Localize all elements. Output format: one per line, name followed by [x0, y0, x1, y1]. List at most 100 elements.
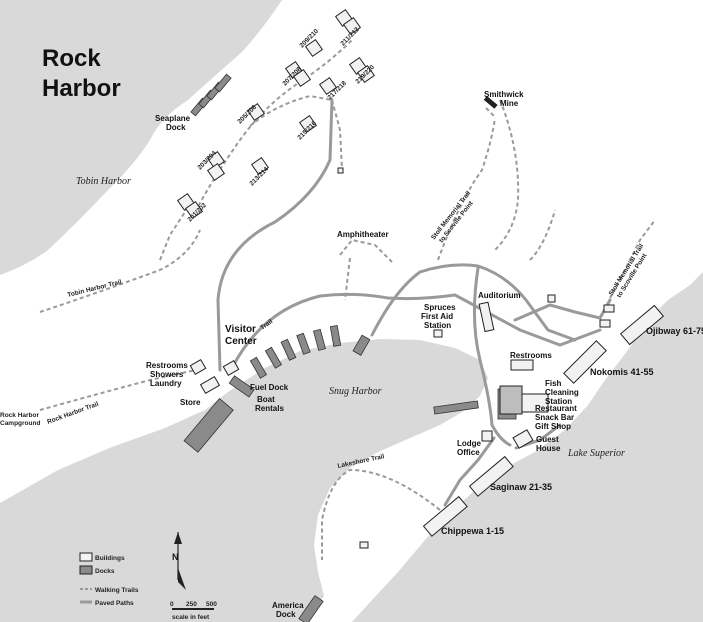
restaurant-label-2: Snack Bar	[535, 413, 574, 422]
fish-cleaning-label-1: Fish	[545, 379, 562, 388]
legend-dock-swatch	[79, 565, 93, 575]
chippewa-label: Chippewa 1-15	[441, 526, 504, 536]
fish-cleaning-label-3: Station	[545, 397, 572, 406]
trail-amphi-down	[344, 257, 351, 301]
trail-tobin-harbor	[39, 229, 201, 313]
nokomis-lodge	[563, 340, 607, 384]
trail-rock-harbor	[39, 367, 206, 411]
boat-rentals-label-2: Rentals	[255, 404, 284, 413]
snug-dock-8	[433, 400, 479, 415]
legend-buildings-label: Buildings	[95, 555, 125, 562]
cabin-207-208-b	[292, 68, 312, 88]
buildings	[176, 8, 665, 549]
restrooms-east-building	[510, 359, 534, 371]
scale-caption: scale in feet	[172, 614, 210, 621]
snug-harbor-label: Snug Harbor	[329, 386, 382, 397]
snug-dock-6	[329, 324, 342, 347]
north-arrow-icon: N	[172, 532, 186, 590]
mine-marker-icon	[483, 95, 498, 109]
ojibway-label: Ojibway 61-75	[646, 326, 703, 336]
cabin-213-214	[250, 156, 270, 176]
cabin-219-220-b	[356, 64, 376, 84]
fish-cleaning-label-2: Cleaning	[545, 388, 579, 397]
cabin-217-218	[318, 76, 338, 96]
lake-superior-water	[0, 272, 703, 622]
snug-dock-5	[313, 328, 326, 351]
paved-path-lodge	[472, 266, 512, 447]
trail-cabins-loop	[194, 39, 353, 213]
walking-trails	[39, 39, 656, 560]
america-dock-label-2: Dock	[276, 610, 296, 619]
snug-dock-7	[352, 334, 371, 356]
map-title-line1: Rock	[42, 45, 101, 72]
smithwick-label-2: Mine	[500, 99, 519, 108]
visitor-center-building	[222, 359, 240, 377]
cabin-209-210	[304, 38, 324, 58]
lake-superior-label: Lake Superior	[567, 448, 625, 459]
map-title-line2: Harbor	[42, 75, 121, 102]
tobin-harbor-water	[0, 0, 282, 275]
lodge-office-building	[481, 430, 493, 442]
east-building-3	[547, 294, 556, 303]
amphitheater-label: Amphitheater	[337, 230, 389, 239]
seaplane-dock-label-1: Seaplane	[155, 114, 191, 123]
store-building	[199, 375, 221, 395]
paved-path-loop	[513, 298, 612, 322]
legend-docks-label: Docks	[95, 568, 115, 575]
trail-stoll-right	[609, 219, 656, 299]
trail-lakeshore	[321, 468, 441, 560]
east-building-2	[599, 319, 611, 328]
chippewa-lodge	[422, 495, 468, 537]
restrooms-east-label: Restrooms	[510, 351, 552, 360]
laundry-label: Laundry	[150, 379, 182, 388]
cabin-215-216	[298, 114, 318, 134]
ojibway-lodge	[619, 304, 665, 346]
scale-tick-500: 500	[206, 601, 217, 608]
snug-dock-1	[249, 356, 268, 379]
scale-tick-0: 0	[170, 601, 174, 608]
restrooms-building	[189, 358, 207, 376]
guest-house-building	[512, 429, 534, 449]
restaurant-label-1: Restaurant	[535, 404, 577, 413]
trail-mine-spur	[485, 107, 497, 119]
scale-bar: 0 250 500 scale in feet	[170, 601, 217, 621]
paved-path-south	[443, 436, 496, 507]
guest-house-label-2: House	[536, 444, 561, 453]
america-dock-label-1: America	[272, 601, 304, 610]
legend-paved-paths-label: Paved Paths	[95, 600, 134, 607]
trail-east-branch	[529, 209, 556, 261]
snug-dock-4	[296, 332, 311, 355]
boat-rentals-dock	[183, 397, 234, 453]
cabin-205-206	[246, 102, 266, 122]
saginaw-lodge	[468, 455, 514, 497]
trail-cabins-spur	[331, 99, 343, 171]
paved-path-main	[216, 98, 334, 372]
boat-rentals-label-1: Boat	[257, 395, 275, 404]
store-label: Store	[180, 398, 201, 407]
saginaw-label: Saginaw 21-35	[490, 482, 552, 492]
snug-dock-3	[280, 338, 297, 361]
spruces-label-3: Station	[424, 321, 451, 330]
america-dock	[298, 595, 324, 622]
east-building-1	[603, 304, 615, 313]
visitor-center-label-1: Visitor	[225, 324, 256, 335]
restaurant-annex-building	[521, 393, 549, 413]
trail-stoll-top	[437, 117, 496, 261]
smithwick-label-1: Smithwick	[484, 90, 524, 99]
north-label: N	[172, 552, 179, 562]
lakeshore-building	[359, 541, 369, 549]
nokomis-label: Nokomis 41-55	[590, 367, 654, 377]
cabin-203-204-b	[206, 162, 226, 182]
legend-walking-trails-label: Walking Trails	[95, 587, 139, 594]
visitor-center-label-2: Center	[225, 336, 257, 347]
showers-label: Showers	[150, 370, 184, 379]
tobin-harbor-label: Tobin Harbor	[76, 176, 131, 187]
cabin-203-204-a	[206, 150, 226, 170]
auditorium-label: Auditorium	[478, 291, 521, 300]
trail-cabins-low	[159, 211, 186, 261]
fuel-dock	[228, 375, 255, 398]
lodge-office-label-2: Office	[457, 448, 480, 457]
paved-path-east	[370, 263, 577, 342]
